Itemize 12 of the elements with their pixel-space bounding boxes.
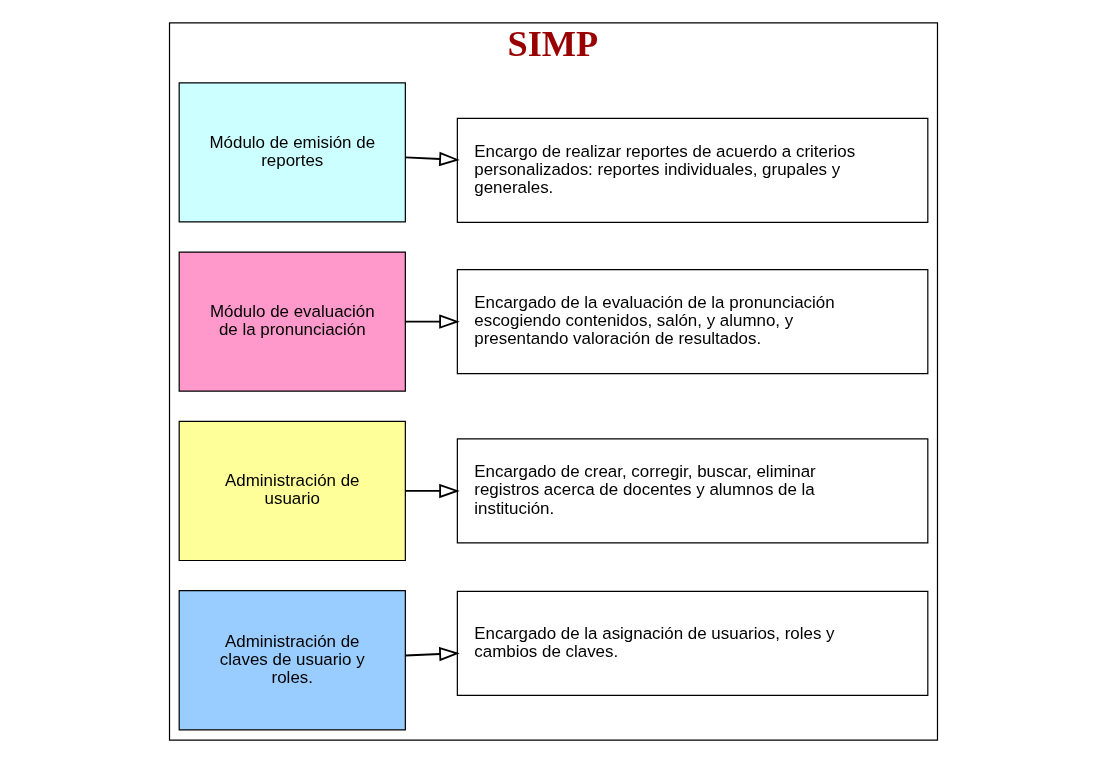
arrow [404, 483, 460, 499]
arrow [404, 151, 460, 167]
arrow [404, 314, 460, 329]
node-box: Encargado de la asignación de usuarios, roles y cambios de claves. [456, 590, 929, 696]
node-box: Encargado de la evaluación de la pronunciación escogiendo contenidos, salón, y alumno, y presentando valoración de resultados. [456, 269, 929, 375]
node-box: Módulo de evaluación de la pronunciación [178, 251, 406, 392]
node-box: Administración de claves de usuario y roles. [178, 590, 406, 731]
node-box: Administración de usuario [178, 420, 406, 562]
node-box: Encargado de crear, corregir, buscar, eliminar registros acerca de docentes y alumnos de la institución. [456, 438, 929, 544]
arrow [404, 646, 460, 662]
node-box: Módulo de emisión de reportes [178, 82, 406, 223]
node-box: Encargo de realizar reportes de acuerdo a criterios personalizados: reportes individuales, grupales y generales. [456, 117, 929, 224]
